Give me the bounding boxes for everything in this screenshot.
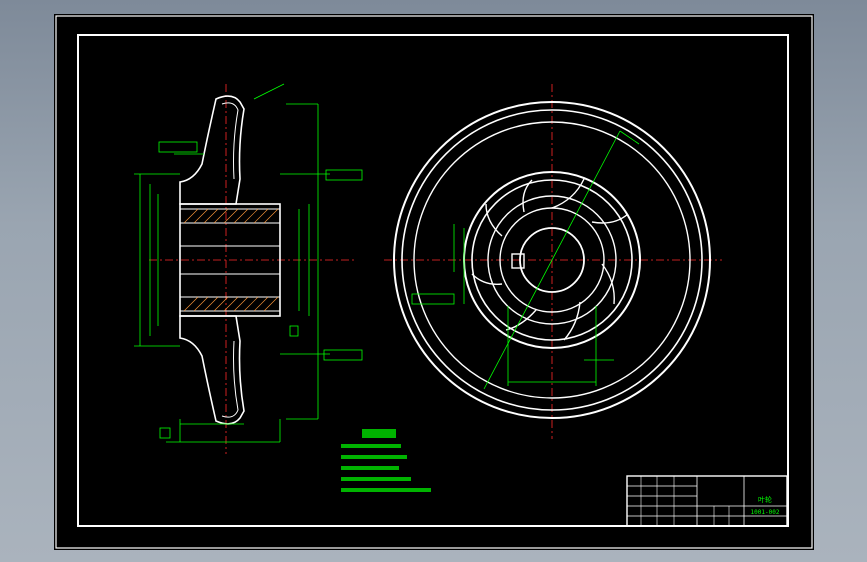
outer-shroud-circle: [393, 101, 711, 419]
blade-bottom-outline: [179, 315, 245, 425]
sheet-outer-border: [55, 15, 813, 549]
hub-hatch-bottom: [179, 296, 281, 312]
sheet-inner-border: [77, 34, 789, 527]
title-block: 叶轮 1001-002: [626, 475, 788, 527]
hub-hatch-top: [179, 208, 281, 224]
front-view: [384, 84, 722, 439]
bore-circle: [519, 227, 585, 293]
eye-inner-circle: [471, 179, 633, 341]
hatch-lines: [183, 208, 279, 312]
cad-viewport[interactable]: 叶轮 1001-002: [54, 14, 814, 550]
technical-notes: [341, 429, 431, 492]
blade-root-circle: [487, 195, 617, 325]
section-view: [134, 83, 363, 454]
title-drawing-name: 叶轮: [758, 495, 772, 504]
shroud-edge-circle: [413, 121, 691, 399]
datum-boxes: [158, 141, 363, 439]
section-dimensions: [134, 83, 330, 443]
impeller-blades: [471, 178, 629, 341]
blade-top-inner: [221, 102, 239, 180]
title-drawing-number: 1001-002: [751, 509, 780, 516]
shroud-inner-circle: [401, 109, 703, 411]
keyway: [511, 253, 525, 269]
blade-bottom-inner: [221, 340, 239, 418]
diameter-leader: [483, 130, 621, 390]
drawing-sheet: 叶轮 1001-002: [55, 15, 813, 549]
blade-top-outline: [179, 95, 245, 205]
hub-outline: [179, 203, 281, 317]
front-datum-box: [411, 293, 455, 305]
